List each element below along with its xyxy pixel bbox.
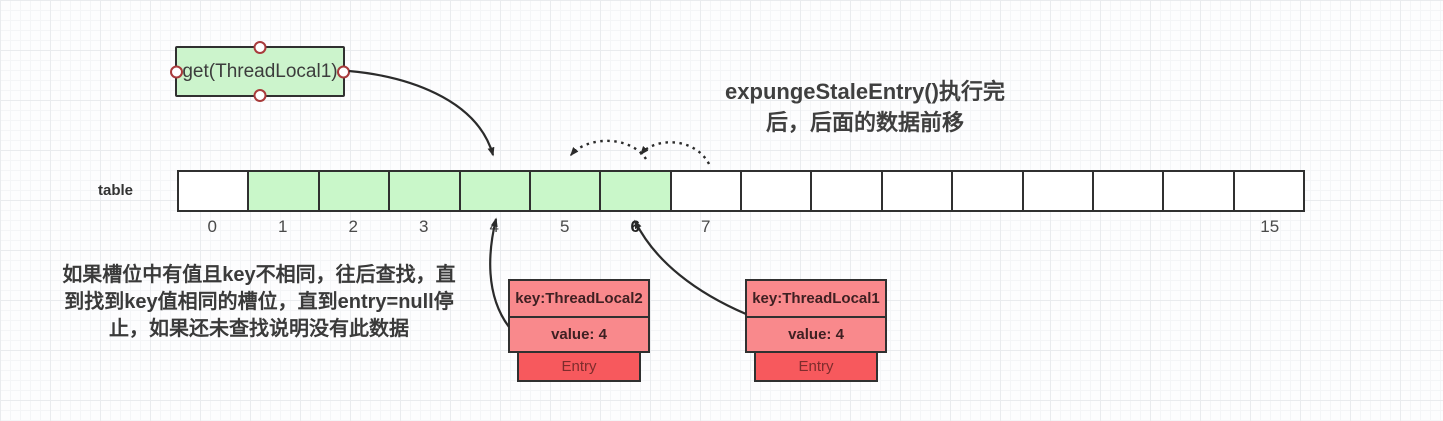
entry-card-threadlocal2[interactable]: key:ThreadLocal2 value: 4 Entry [508, 279, 650, 382]
table-slot-5[interactable] [528, 170, 602, 212]
table-slot-6[interactable] [599, 170, 672, 212]
table-slot-3[interactable] [388, 170, 461, 212]
table-slot-9[interactable] [810, 170, 883, 212]
slot-index-label-10 [882, 217, 953, 239]
entry-tag-label: Entry [517, 351, 641, 382]
table-slot-4[interactable] [458, 170, 531, 212]
entry-key-label: key:ThreadLocal1 [745, 279, 887, 318]
table-slot-15[interactable] [1232, 170, 1305, 212]
slot-index-label-7: 7 [701, 217, 711, 236]
table-slot-1[interactable] [247, 170, 320, 212]
table-slot-14[interactable] [1162, 170, 1235, 212]
arrow-shift-slot7-to-slot6[interactable] [640, 141, 711, 165]
entry-key-label: key:ThreadLocal2 [508, 279, 650, 318]
slot-index-label-14 [1164, 217, 1235, 239]
diagram-title-line2: 后，后面的数据前移 [765, 110, 964, 135]
table-slot-11[interactable] [951, 170, 1024, 212]
entry-value-label: value: 4 [745, 316, 887, 353]
entry-tag-label: Entry [754, 351, 878, 382]
connection-handle-right[interactable] [337, 65, 350, 78]
table-slot-7[interactable] [669, 170, 742, 212]
table-slot-8[interactable] [740, 170, 813, 212]
table-cells [177, 170, 1305, 212]
note-line2: 到找到key值相同的槽位，直到entry=null停 [64, 291, 454, 313]
arrow-shift-slot6-to-slot5[interactable] [570, 139, 647, 160]
note-line3: 止，如果还未查找说明没有此数据 [109, 318, 409, 340]
table-slot-2[interactable] [317, 170, 391, 212]
arrow-entry1-to-slot6[interactable] [634, 219, 747, 316]
get-threadlocal1-box[interactable]: get(ThreadLocal1) [170, 41, 350, 102]
slot-index-label-3: 3 [419, 217, 429, 236]
table-slot-12[interactable] [1021, 170, 1094, 212]
diagram-title-line1: expungeStaleEntry()执行完 [725, 79, 1005, 104]
note-line1: 如果槽位中有值且key不相同，往后查找，直 [62, 264, 456, 286]
slot-index-label-13 [1094, 217, 1165, 239]
slot-index-label-0: 0 [207, 217, 217, 236]
connection-handle-left[interactable] [170, 65, 183, 78]
table-label: table [98, 182, 134, 199]
get-threadlocal1-label: get(ThreadLocal1) [182, 60, 338, 82]
connection-handle-top[interactable] [253, 41, 267, 54]
slot-index-label-8 [741, 217, 812, 239]
slot-index-label-2: 2 [348, 217, 358, 236]
slot-index-label-12 [1023, 217, 1094, 239]
slot-index-label-15: 15 [1260, 217, 1280, 236]
table-slot-10[interactable] [880, 170, 954, 212]
slot-index-label-6: 6 [630, 217, 640, 236]
entry-card-threadlocal1[interactable]: key:ThreadLocal1 value: 4 Entry [745, 279, 887, 382]
connection-handle-bottom[interactable] [253, 89, 267, 102]
diagram-title: expungeStaleEntry()执行完 后，后面的数据前移 [665, 76, 1065, 138]
table-slot-13[interactable] [1091, 170, 1165, 212]
slot-index-label-11 [953, 217, 1024, 239]
slot-index-label-5: 5 [560, 217, 570, 236]
arrow-get-to-slot4[interactable] [348, 69, 495, 157]
slot-index-label-9 [812, 217, 883, 239]
arrow-entry2-to-slot4[interactable] [489, 217, 510, 328]
entry-value-label: value: 4 [508, 316, 650, 353]
table-slot-0[interactable] [177, 170, 250, 212]
note-text: 如果槽位中有值且key不相同，往后查找，直 到找到key值相同的槽位，直到ent… [28, 262, 490, 343]
slot-index-label-1: 1 [278, 217, 288, 236]
